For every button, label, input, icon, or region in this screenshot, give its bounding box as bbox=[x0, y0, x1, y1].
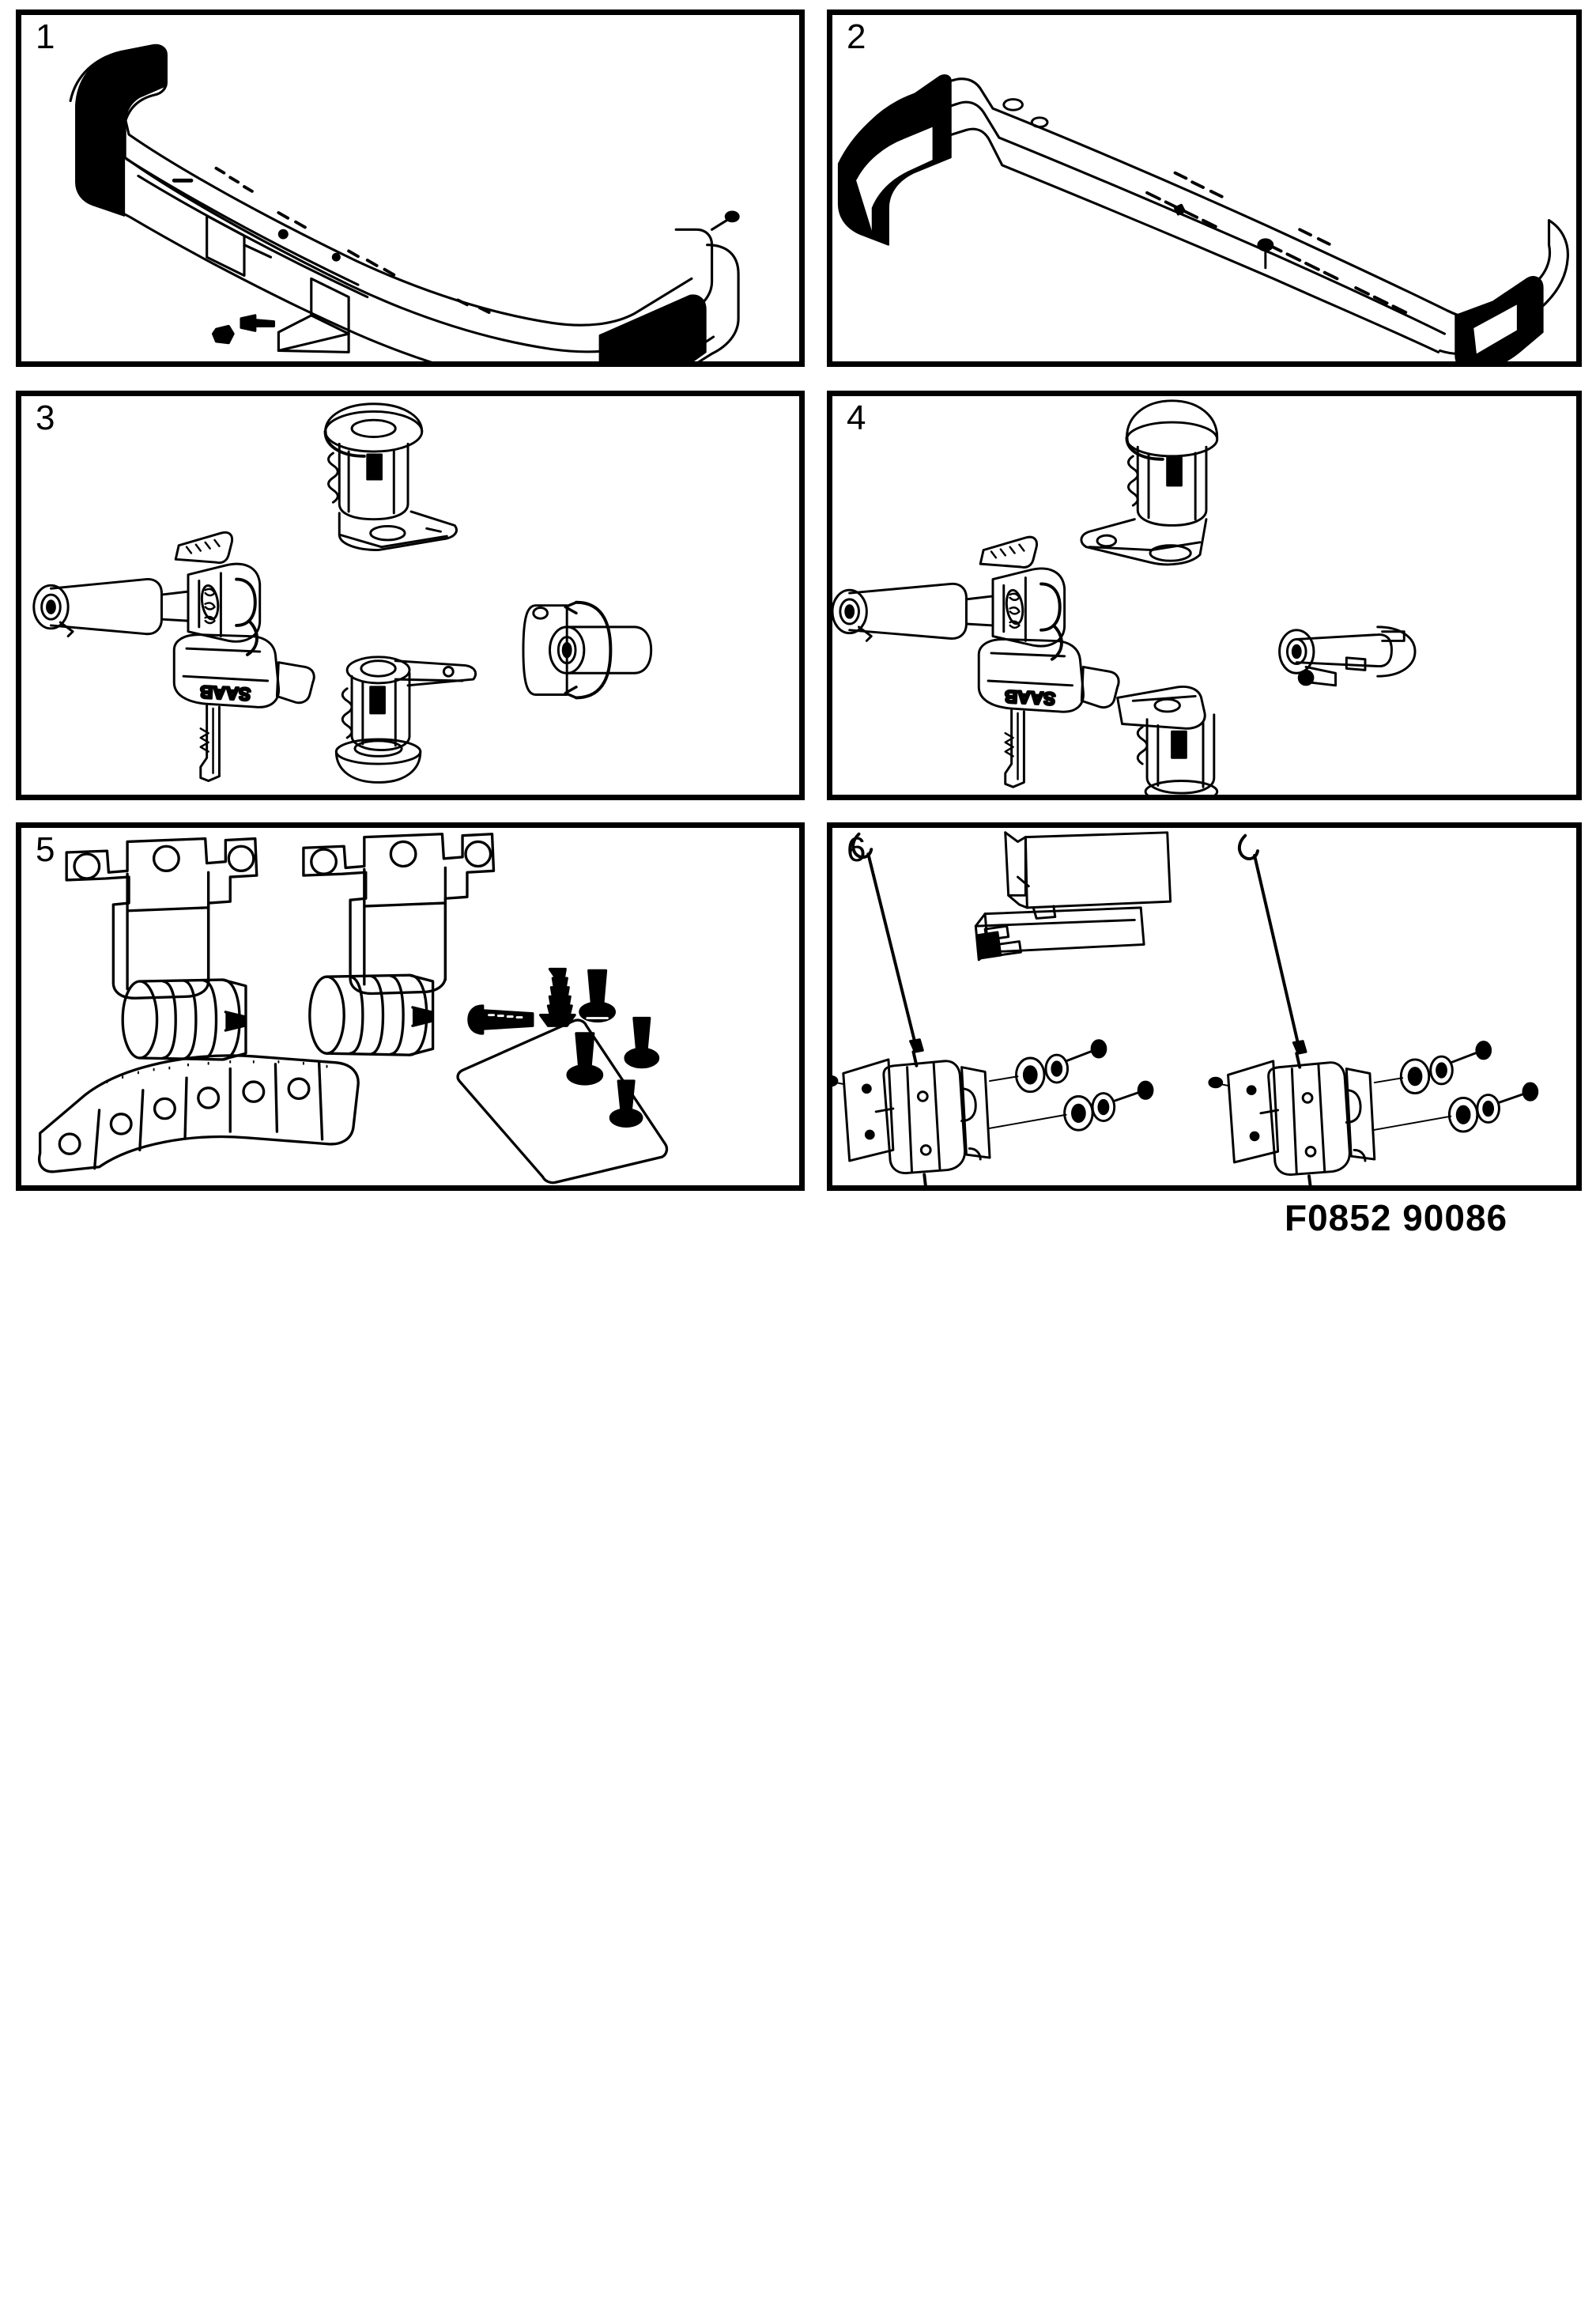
panel-number-label: 6 bbox=[847, 830, 866, 869]
lock-bottom bbox=[334, 656, 477, 784]
front-bumper-drawing bbox=[69, 43, 740, 361]
lock-bottom bbox=[1116, 685, 1219, 795]
panel-number-label: 5 bbox=[36, 830, 55, 869]
lock-left-and-keys: SAAB bbox=[832, 535, 1120, 788]
central-locking-actuators-drawing bbox=[832, 831, 1539, 1185]
lock-right bbox=[522, 600, 653, 700]
panel-5-mounting-hardware-kit: 5 bbox=[16, 822, 805, 1191]
panel-number-label: 1 bbox=[36, 17, 55, 56]
page-caption: F0852 90086 bbox=[1285, 1197, 1508, 1238]
actuator-right bbox=[1208, 833, 1539, 1185]
lock-cylinder-set-right-drawing: SAAB bbox=[832, 399, 1417, 795]
bracket-left bbox=[65, 837, 258, 999]
lock-right bbox=[1278, 625, 1417, 687]
rubber-bellows-right bbox=[308, 973, 435, 1056]
bracket-right bbox=[302, 833, 496, 996]
lock-top bbox=[1080, 399, 1219, 566]
rear-bumper-drawing bbox=[837, 74, 1569, 361]
rubber-bellows-left bbox=[121, 978, 247, 1061]
panel-number-label: 4 bbox=[847, 399, 866, 437]
mounting-strap bbox=[38, 1054, 360, 1173]
svg-text:SAAB: SAAB bbox=[199, 682, 251, 704]
panel-2-rear-bumper: 2 bbox=[827, 9, 1582, 367]
lock-left-and-keys: SAAB bbox=[32, 531, 315, 782]
control-unit-bracket bbox=[974, 831, 1172, 962]
actuator-left bbox=[832, 832, 1154, 1185]
panel-6-central-locking-actuators: 6 bbox=[827, 822, 1582, 1191]
lock-cylinder-set-left-drawing: SAAB bbox=[32, 402, 653, 784]
panel-1-front-bumper: 1 bbox=[16, 9, 805, 367]
screws bbox=[467, 967, 660, 1128]
instruction-sheet bbox=[456, 1018, 669, 1185]
svg-text:SAAB: SAAB bbox=[1004, 686, 1055, 709]
panel-number-label: 3 bbox=[36, 399, 55, 437]
panel-number-label: 2 bbox=[847, 17, 866, 56]
panel-4-lock-cylinder-set-right: 4 bbox=[827, 391, 1582, 800]
mounting-hardware-kit-drawing bbox=[38, 833, 669, 1185]
panel-3-lock-cylinder-set-left: 3 bbox=[16, 391, 805, 800]
lock-top bbox=[323, 402, 458, 552]
